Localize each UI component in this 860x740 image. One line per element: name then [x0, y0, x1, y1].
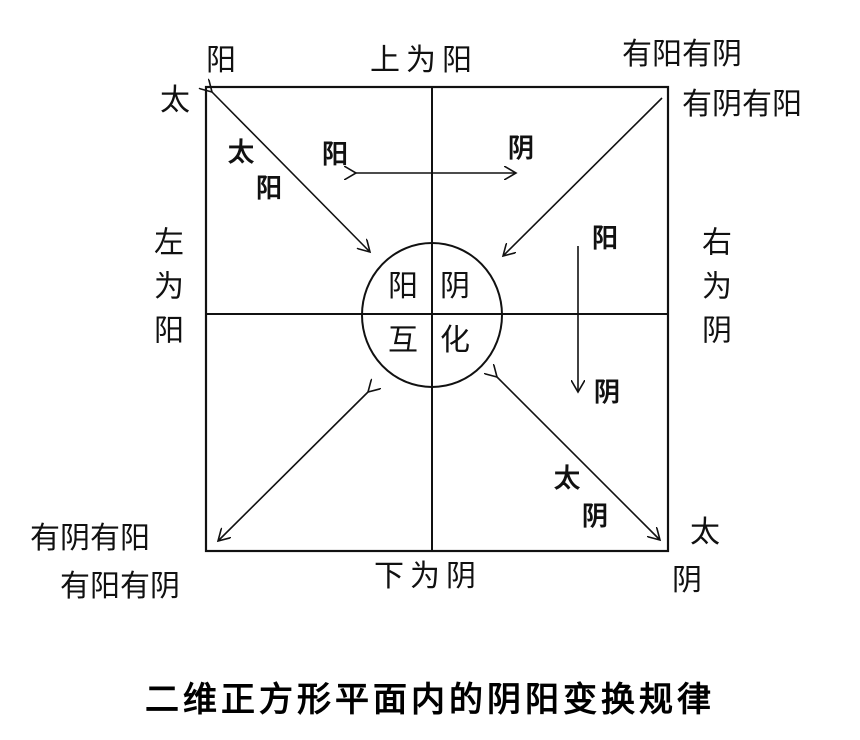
inner-label-horizontal-yang: 阳	[322, 140, 349, 170]
center-label-hua: 化	[440, 323, 470, 358]
inner-label-vertical-yin: 阴	[594, 378, 621, 408]
center-label-hu: 互	[388, 323, 418, 358]
center-label-yang: 阳	[388, 269, 418, 304]
inner-label-horizontal-yin: 阴	[508, 134, 535, 164]
inner-label-vertical-yang: 阳	[592, 224, 619, 254]
side-top-label: 上为阳	[370, 43, 478, 78]
side-right-label: 右为阴	[696, 226, 731, 358]
corner-top-right-upper: 有阳有阴	[622, 37, 742, 72]
center-label-yin: 阴	[440, 269, 470, 304]
outer-square	[204, 85, 670, 553]
corner-top-left-upper: 阳	[206, 43, 236, 78]
arrow-bottom-right-diagonal	[497, 377, 660, 540]
center-circle	[361, 242, 503, 388]
inner-label-tai-yin-2: 阴	[582, 502, 609, 532]
corner-top-right-lower: 有阴有阳	[682, 87, 802, 122]
corner-top-left-lower: 太	[160, 83, 190, 118]
diagram-title: 二维正方形平面内的阴阳变换规律	[145, 680, 715, 720]
corner-bottom-left-lower: 有阳有阴	[60, 569, 180, 604]
side-bottom-label: 下为阴	[374, 559, 482, 594]
corner-bottom-left-upper: 有阴有阳	[30, 521, 150, 556]
arrow-top-right-diagonal	[503, 97, 663, 256]
side-left-label: 左为阳	[148, 226, 183, 358]
arrow-bottom-left-diagonal	[218, 392, 368, 541]
inner-label-tai-yang-1: 太	[228, 138, 255, 168]
corner-bottom-right-upper: 太	[690, 515, 720, 550]
inner-label-tai-yin-1: 太	[554, 464, 581, 494]
corner-bottom-right-lower: 阴	[672, 563, 702, 598]
arrow-top-left-diagonal	[212, 92, 370, 252]
inner-label-tai-yang-2: 阳	[256, 174, 283, 204]
